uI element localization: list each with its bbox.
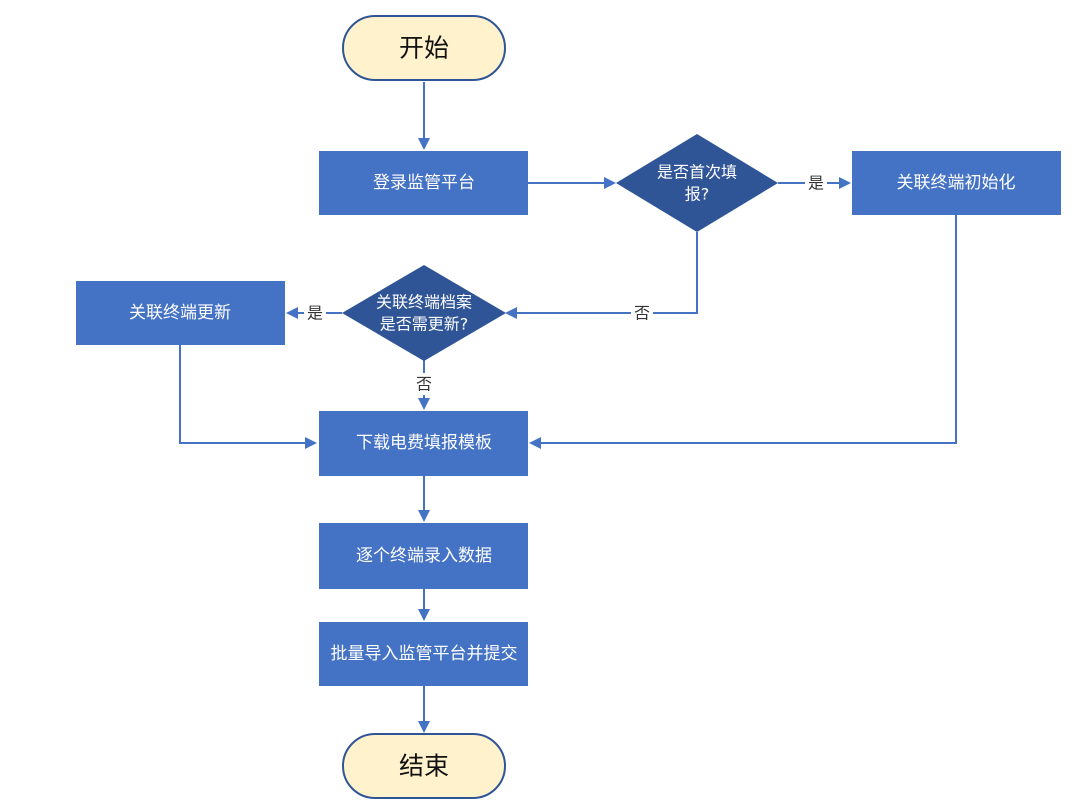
edge-label-bg [631, 302, 653, 324]
enter-label: 逐个终端录入数据 [356, 546, 492, 566]
edge-label-bg [805, 172, 827, 194]
edge-first-fill-no-to-archive [505, 232, 698, 319]
download-label: 下载电费填报模板 [356, 433, 492, 453]
init-label: 关联终端初始化 [897, 173, 1016, 193]
archive-label-line2: 是否需更新? [380, 315, 469, 334]
update-label: 关联终端更新 [129, 303, 231, 323]
update-process [76, 281, 285, 345]
edge-label-yes-archive: 是 [307, 304, 323, 323]
import-label: 批量导入监管平台并提交 [331, 644, 518, 664]
first-fill-label-line1: 是否首次填 [657, 163, 737, 182]
end-label: 结束 [399, 752, 449, 781]
archive-decision [342, 265, 506, 361]
enter-process [319, 523, 528, 589]
edge-init-to-download [529, 215, 957, 449]
first-fill-decision [616, 134, 778, 232]
first-fill-label-line2: 报? [685, 185, 710, 204]
edge-label-no-first-fill: 否 [634, 304, 650, 323]
edge-update-to-download [179, 345, 317, 449]
login-label: 登录监管平台 [373, 173, 475, 193]
archive-label-line1: 关联终端档案 [376, 293, 472, 312]
edge-label-bg [304, 302, 326, 324]
edge-label-bg [413, 373, 435, 395]
login-process [319, 151, 528, 215]
end-terminal [342, 733, 506, 799]
init-process [852, 151, 1061, 215]
download-process [319, 411, 528, 476]
edge-label-no-archive: 否 [416, 375, 432, 394]
start-label: 开始 [399, 34, 449, 63]
start-terminal [342, 15, 506, 81]
import-process [319, 622, 528, 686]
edge-label-yes-first-fill: 是 [808, 174, 824, 193]
